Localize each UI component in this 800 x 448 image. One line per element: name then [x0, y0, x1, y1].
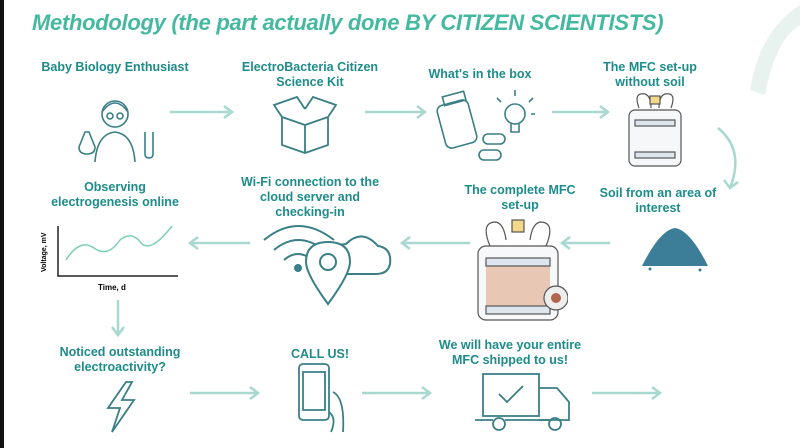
delivery-truck-icon — [475, 373, 570, 431]
step-label-ship: We will have your entire MFC shipped to … — [438, 338, 582, 367]
wifi-cloud-location-icon — [263, 225, 392, 306]
mfc-jar-icon — [628, 93, 682, 167]
graph-x-label: Time, d — [98, 283, 126, 292]
box-icon — [272, 95, 338, 154]
arrow-curve-down — [717, 127, 739, 190]
step-label-wifi: Wi-Fi connection to the cloud server and… — [240, 175, 380, 219]
arrow-left — [187, 236, 250, 250]
arrow-right — [362, 386, 433, 400]
step-label-mfc-no-soil: The MFC set-up without soil — [603, 60, 697, 89]
arrow-right — [190, 386, 261, 400]
slide-title: Methodology (the part actually done BY C… — [32, 10, 664, 35]
scientist-icon — [78, 100, 154, 163]
step-label-soil: Soil from an area of interest — [599, 186, 717, 215]
step-label-box: What's in the box — [428, 67, 532, 81]
arrow-right — [365, 105, 428, 119]
arrow-down — [111, 300, 125, 338]
arrow-right — [170, 105, 235, 119]
decorative-shape — [750, 5, 800, 95]
kit-contents-icon — [436, 90, 535, 161]
step-label-electroactivity: Noticed outstanding electroactivity? — [59, 345, 181, 374]
voltage-graph-icon: Voltage, mV Time, d — [41, 225, 178, 292]
soil-pile-icon — [642, 228, 708, 272]
step-label-observing: Observing electrogenesis online — [51, 180, 179, 209]
step-label-call-us: CALL US! — [290, 347, 350, 361]
step-label-complete-mfc: The complete MFC set-up — [464, 183, 576, 212]
phone-icon — [298, 363, 345, 433]
arrow-right — [552, 105, 611, 119]
arrow-left — [559, 236, 610, 250]
mfc-complete-icon — [477, 219, 568, 321]
arrow-left — [399, 236, 470, 250]
window-edge — [0, 0, 4, 448]
lightning-icon — [106, 381, 136, 433]
step-label-enthusiast: Baby Biology Enthusiast — [41, 60, 189, 74]
graph-y-label: Voltage, mV — [41, 232, 48, 272]
arrow-right — [592, 386, 663, 400]
step-label-kit: ElectroBacteria Citizen Science Kit — [241, 60, 379, 89]
